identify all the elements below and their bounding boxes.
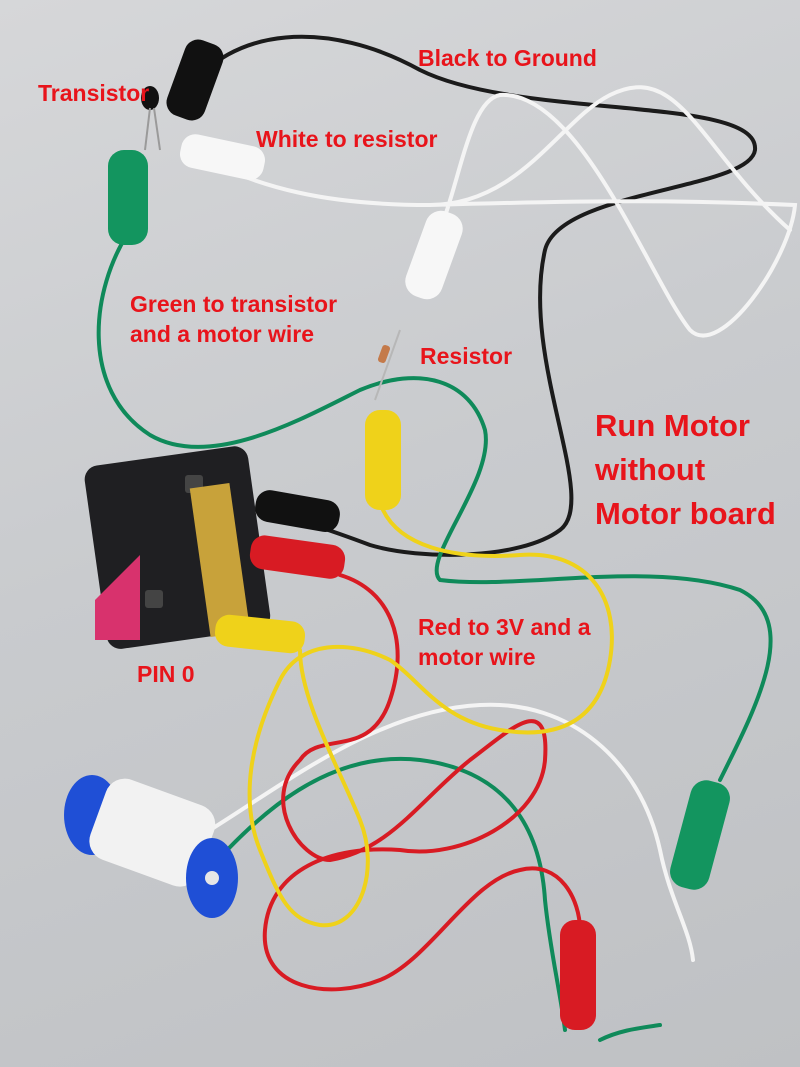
- label-red-to-3v-line2: motor wire: [418, 643, 536, 670]
- clip-green-right: [670, 780, 730, 890]
- clip-white-top: [179, 134, 265, 180]
- clip-black-top: [166, 39, 224, 121]
- label-resistor: Resistor: [420, 343, 513, 369]
- label-red-to-3v-line1: Red to 3V and a: [418, 614, 591, 640]
- wire-black: [183, 34, 758, 557]
- transistor: [141, 86, 161, 151]
- label-run-motor-line2: without: [595, 452, 706, 488]
- resistor: [374, 329, 401, 401]
- wire-yellow: [247, 508, 614, 928]
- label-green-to-transistor-line1: Green to transistor: [130, 291, 338, 317]
- clip-green-top: [108, 150, 148, 245]
- clip-black-board: [255, 490, 340, 533]
- label-run-motor-line3: Motor board: [595, 496, 776, 532]
- label-white-to-resistor: White to resistor: [256, 126, 438, 152]
- label-run-motor-line1: Run Motor: [595, 408, 750, 443]
- label-run-motor: Run Motor without Motor board: [595, 404, 776, 536]
- label-red-to-3v: Red to 3V and a motor wire: [418, 613, 591, 673]
- wire-white: [183, 85, 798, 962]
- microbit-board: [84, 446, 271, 649]
- motor: [64, 775, 238, 918]
- clip-yellow-middle: [365, 410, 401, 510]
- label-black-to-ground: Black to Ground: [418, 45, 597, 71]
- clip-red-bottom: [560, 920, 596, 1030]
- clip-white-middle: [405, 210, 463, 300]
- label-transistor: Transistor: [38, 80, 150, 106]
- label-green-to-transistor: Green to transistor and a motor wire: [130, 290, 337, 350]
- clip-red-board: [249, 535, 346, 579]
- label-pin-0: PIN 0: [137, 661, 195, 687]
- clip-yellow-board: [214, 614, 306, 654]
- label-green-to-transistor-line2: and a motor wire: [130, 320, 315, 347]
